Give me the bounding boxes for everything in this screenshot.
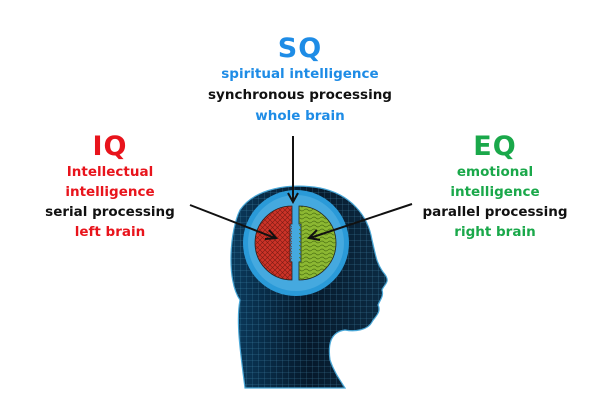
sq-arrow (287, 136, 299, 205)
sq-title: SQ (277, 33, 323, 64)
iq-title: IQ (92, 131, 128, 162)
iq-line-4: left brain (74, 224, 146, 240)
eq-arrow (306, 203, 413, 241)
eq-line-2: intelligence (450, 184, 540, 200)
eq-line-1: emotional (456, 164, 534, 180)
iq-block: IQ Intellectual intelligence serial proc… (45, 132, 175, 242)
sq-line-3: whole brain (255, 108, 345, 124)
iq-line-2: intelligence (65, 184, 155, 200)
sq-line-1: spiritual intelligence (221, 66, 379, 82)
sq-block: SQ spiritual intelligence synchronous pr… (208, 34, 392, 127)
arrows (189, 136, 413, 241)
eq-block: EQ emotional intelligence parallel proce… (422, 132, 567, 242)
iq-line-3: serial processing (45, 204, 175, 220)
sq-line-2: synchronous processing (208, 87, 392, 103)
eq-line-4: right brain (454, 224, 536, 240)
eq-title: EQ (473, 131, 517, 162)
iq-arrow (189, 204, 279, 240)
iq-line-1: Intellectual (66, 164, 154, 180)
eq-line-3: parallel processing (422, 204, 568, 220)
